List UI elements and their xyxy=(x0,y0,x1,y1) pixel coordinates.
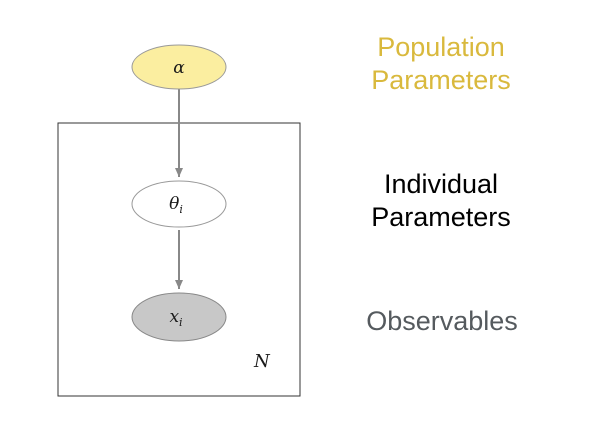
plate-label: N xyxy=(253,351,271,372)
node-theta: θi xyxy=(131,180,227,228)
node-theta-subscript: i xyxy=(179,203,183,216)
node-theta-label: θi xyxy=(169,194,183,216)
individual-parameters-label: Individual Parameters xyxy=(358,168,524,234)
observables-line1: Observables xyxy=(366,306,518,336)
node-x-subscript: i xyxy=(179,316,183,329)
node-x: xi xyxy=(131,292,227,342)
node-alpha-label: α xyxy=(173,58,185,78)
individual-line2: Parameters xyxy=(371,202,511,232)
node-alpha-shape xyxy=(131,44,227,90)
node-theta-shape xyxy=(131,180,227,228)
individual-line1: Individual xyxy=(383,169,499,199)
node-x-shape xyxy=(131,292,227,342)
node-alpha: α xyxy=(131,44,227,90)
node-alpha-symbol: α xyxy=(173,58,185,78)
population-line2: Parameters xyxy=(371,65,511,95)
node-x-label: xi xyxy=(169,307,182,329)
node-x-symbol: x xyxy=(169,307,179,327)
population-line1: Population xyxy=(377,32,505,62)
observables-label: Observables xyxy=(354,305,530,338)
population-parameters-label: Population Parameters xyxy=(360,31,522,97)
node-theta-symbol: θ xyxy=(169,194,179,214)
